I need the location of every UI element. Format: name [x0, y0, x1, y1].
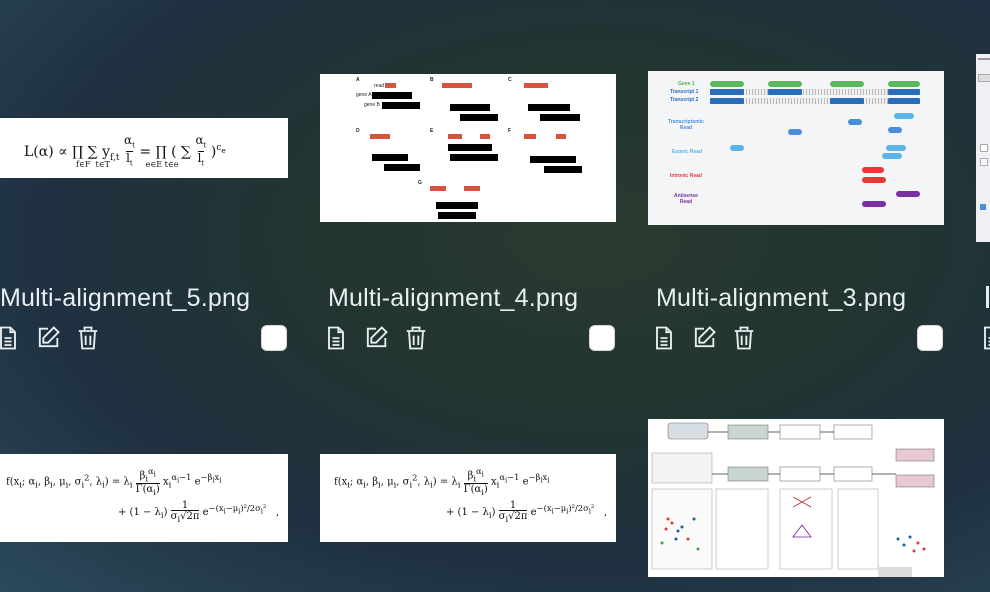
- edit-icon[interactable]: [690, 324, 718, 352]
- panel-label: F: [508, 128, 512, 134]
- file-text-icon[interactable]: [322, 324, 350, 352]
- read-type-label: Intronic Read: [670, 173, 702, 179]
- panel-label: D: [356, 128, 360, 134]
- filename-label[interactable]: Multi-alignment_4.png: [328, 284, 579, 312]
- file-actions: [650, 324, 758, 352]
- read-type-label: Exonic Read: [672, 149, 703, 155]
- thumbnail-multi-alignment-4[interactable]: A read gene A gene B B C D E F G: [320, 74, 616, 222]
- read-type-label: Antisense Read: [674, 193, 698, 205]
- edit-icon[interactable]: [34, 324, 62, 352]
- filename-label-partial: [984, 286, 990, 310]
- read-type-label: Transcriptomic Read: [668, 119, 704, 131]
- file-actions: [322, 324, 430, 352]
- gene-b-label: gene B: [364, 102, 380, 108]
- transcript-label: Transcript 1: [670, 89, 699, 95]
- transcript-label: Transcript 2: [670, 97, 699, 103]
- panel-label: E: [430, 128, 434, 134]
- gene-label: Gene 1: [678, 81, 695, 87]
- panel-label: G: [418, 180, 422, 186]
- read-label: read: [374, 83, 385, 89]
- file-text-icon[interactable]: [650, 324, 678, 352]
- trash-icon[interactable]: [74, 324, 102, 352]
- select-checkbox[interactable]: [917, 325, 943, 351]
- thumbnail-workflow-diagram[interactable]: [648, 419, 944, 577]
- select-checkbox[interactable]: [589, 325, 615, 351]
- file-text-icon[interactable]: [0, 324, 22, 352]
- filename-label[interactable]: Multi-alignment_5.png: [0, 284, 251, 312]
- file-actions: [0, 324, 102, 352]
- trash-icon[interactable]: [730, 324, 758, 352]
- gene-a-label: gene A: [356, 92, 372, 98]
- panel-label: A: [356, 77, 360, 83]
- thumbnail-partial[interactable]: [976, 54, 990, 242]
- file-text-icon[interactable]: [978, 324, 990, 357]
- panel-label: C: [508, 77, 512, 83]
- thumbnail-multi-alignment-3[interactable]: Gene 1 Transcript 1 Transcript 2 Transcr…: [648, 71, 944, 225]
- workflow-diagram-graphic: [651, 422, 935, 577]
- panel-label: B: [430, 77, 434, 83]
- trash-icon[interactable]: [402, 324, 430, 352]
- select-checkbox[interactable]: [261, 325, 287, 351]
- filename-label[interactable]: Multi-alignment_3.png: [656, 284, 907, 312]
- edit-icon[interactable]: [362, 324, 390, 352]
